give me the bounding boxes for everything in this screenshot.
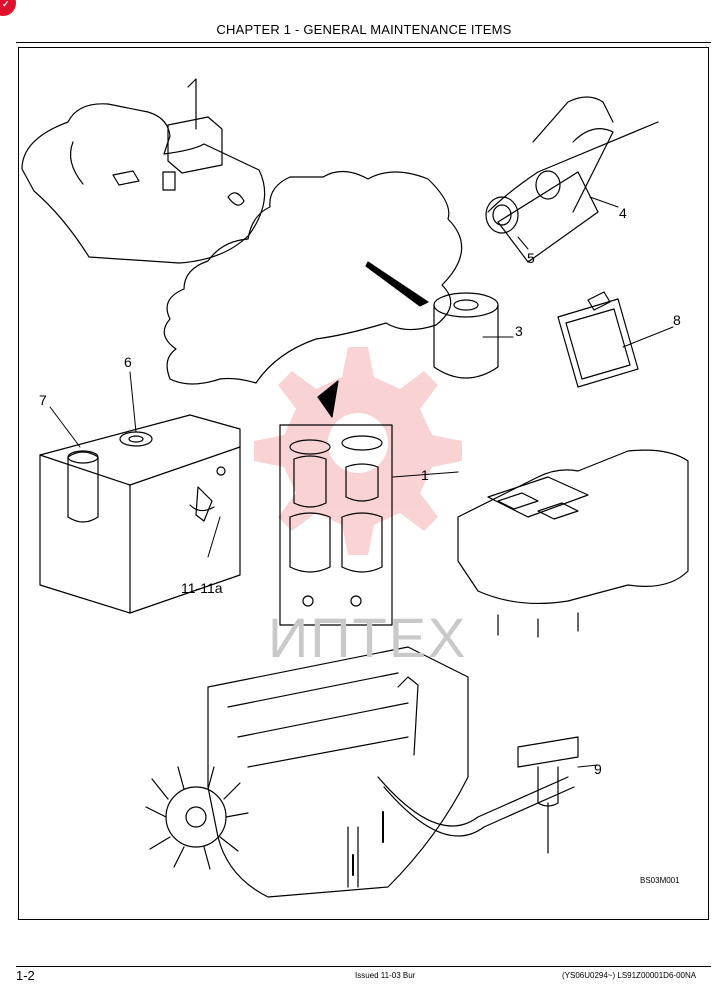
callout-3: 3 — [515, 323, 523, 339]
figure-code: BS03M001 — [640, 876, 680, 885]
chapter-title: CHAPTER 1 - GENERAL MAINTENANCE ITEMS — [216, 22, 512, 37]
issue-info: Issued 11-03 Bur — [355, 971, 416, 980]
engine-cover-drawing — [457, 449, 689, 638]
watermark-text: ИПТЕХ — [268, 606, 468, 669]
header-divider — [16, 42, 711, 43]
callout-11-11a: 11-11a — [181, 580, 223, 596]
callout-8: 8 — [673, 312, 681, 328]
footer-divider — [16, 966, 711, 967]
gear-watermark — [254, 347, 462, 555]
fuel-filter-kit-drawing — [279, 424, 393, 626]
fuel-tank-drawing — [39, 414, 241, 614]
illustration-frame — [18, 47, 709, 920]
document-code: (YS06U0294~) LS91Z00001D6-00NA — [562, 971, 697, 980]
callout-6: 6 — [124, 354, 132, 370]
water-separator-drawing — [517, 736, 579, 854]
maintenance-illustration — [21, 78, 689, 898]
engine-outline-drawing — [163, 170, 463, 418]
callout-5: 5 — [527, 250, 535, 266]
engine-assembly-drawing — [145, 646, 575, 898]
oil-filter-drawing — [433, 292, 499, 379]
corner-marker: ✓ — [0, 0, 16, 16]
callout-4: 4 — [619, 205, 627, 221]
air-cleaner-drawing — [485, 96, 659, 263]
cab-panel-drawing — [21, 78, 266, 264]
page-number: 1-2 — [16, 968, 35, 983]
callout-leaders — [49, 196, 674, 768]
cab-filter-drawing — [557, 291, 639, 388]
callout-9: 9 — [594, 761, 602, 777]
callout-1: 1 — [421, 467, 429, 483]
callout-7: 7 — [39, 392, 47, 408]
